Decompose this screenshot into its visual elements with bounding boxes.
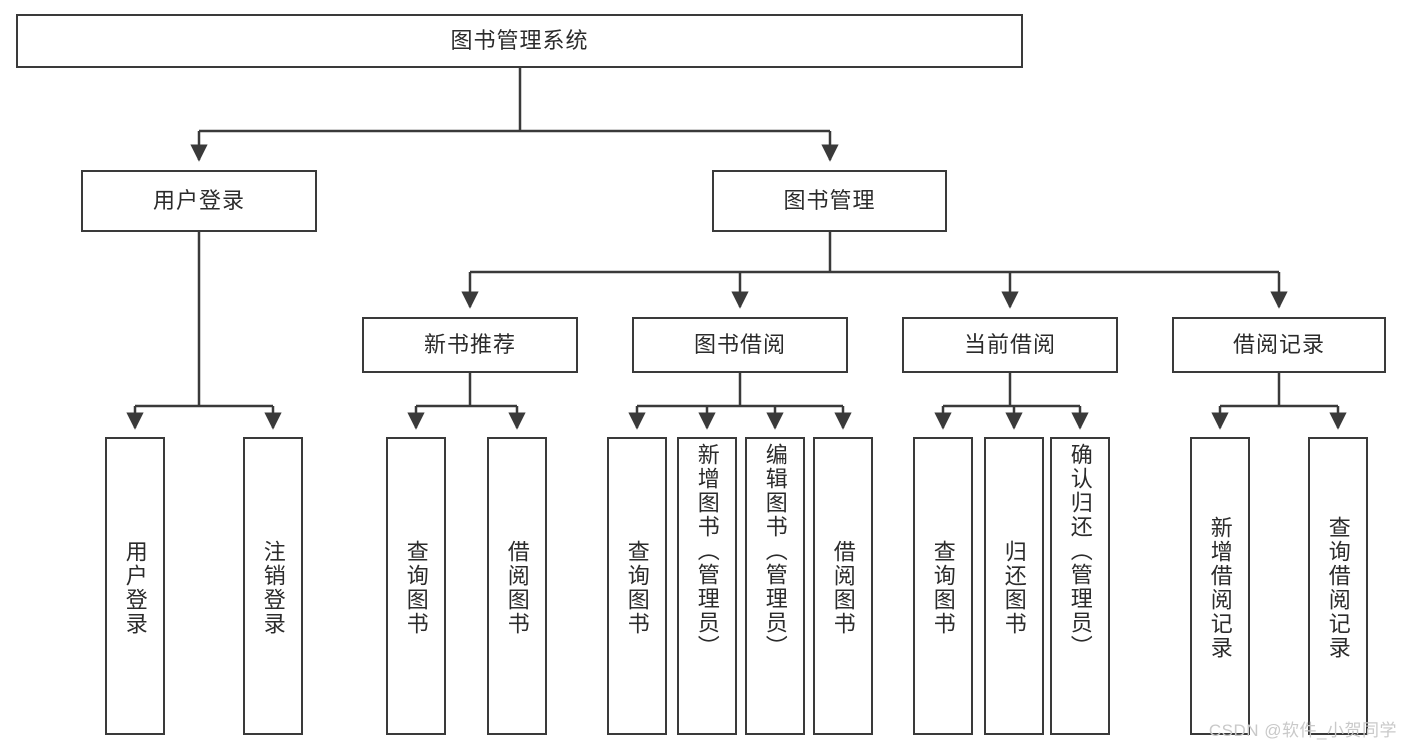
node-user-login-label: 用户登录	[152, 187, 245, 213]
node-root[interactable]: 图书管理系统	[16, 14, 1023, 68]
leaf-logout-login[interactable]: 注销登录	[243, 437, 303, 735]
node-book-manage[interactable]: 图书管理	[712, 170, 947, 232]
leaf-confirm-return[interactable]: 确认归还（管理员）	[1050, 437, 1110, 735]
node-book-manage-label: 图书管理	[783, 187, 876, 213]
leaf-borrow-book-recommend-label: 借阅图书	[504, 540, 530, 636]
leaf-query-borrow-record-label: 查询借阅记录	[1325, 516, 1351, 660]
leaf-logout-login-label: 注销登录	[260, 540, 286, 636]
leaf-query-borrow-record[interactable]: 查询借阅记录	[1308, 437, 1368, 735]
node-root-label: 图书管理系统	[450, 27, 589, 53]
leaf-return-book-label: 归还图书	[1001, 540, 1027, 636]
leaf-borrow-book-borrow-label: 借阅图书	[830, 540, 856, 636]
leaf-edit-book[interactable]: 编辑图书（管理员）	[745, 437, 805, 735]
leaf-query-book-borrow[interactable]: 查询图书	[607, 437, 667, 735]
node-new-book-recommend[interactable]: 新书推荐	[362, 317, 578, 373]
node-borrow-record[interactable]: 借阅记录	[1172, 317, 1386, 373]
leaf-query-book-recommend-label: 查询图书	[403, 540, 429, 636]
node-user-login[interactable]: 用户登录	[81, 170, 317, 232]
leaf-query-book-current[interactable]: 查询图书	[913, 437, 973, 735]
leaf-add-book-label: 新增图书（管理员）	[694, 443, 720, 659]
leaf-add-borrow-record-label: 新增借阅记录	[1207, 516, 1233, 660]
node-current-borrow-label: 当前借阅	[963, 331, 1056, 357]
leaf-query-book-current-label: 查询图书	[930, 540, 956, 636]
leaf-query-book-recommend[interactable]: 查询图书	[386, 437, 446, 735]
leaf-add-book[interactable]: 新增图书（管理员）	[677, 437, 737, 735]
leaf-add-borrow-record[interactable]: 新增借阅记录	[1190, 437, 1250, 735]
node-new-book-recommend-label: 新书推荐	[423, 331, 516, 357]
leaf-query-book-borrow-label: 查询图书	[624, 540, 650, 636]
node-borrow-record-label: 借阅记录	[1232, 331, 1325, 357]
leaf-edit-book-label: 编辑图书（管理员）	[762, 443, 788, 659]
leaf-return-book[interactable]: 归还图书	[984, 437, 1044, 735]
leaf-borrow-book-borrow[interactable]: 借阅图书	[813, 437, 873, 735]
node-book-borrow-label: 图书借阅	[693, 331, 786, 357]
leaf-borrow-book-recommend[interactable]: 借阅图书	[487, 437, 547, 735]
leaf-user-login-label: 用户登录	[122, 540, 148, 636]
node-book-borrow[interactable]: 图书借阅	[632, 317, 848, 373]
leaf-confirm-return-label: 确认归还（管理员）	[1067, 443, 1093, 659]
leaf-user-login[interactable]: 用户登录	[105, 437, 165, 735]
node-current-borrow[interactable]: 当前借阅	[902, 317, 1118, 373]
